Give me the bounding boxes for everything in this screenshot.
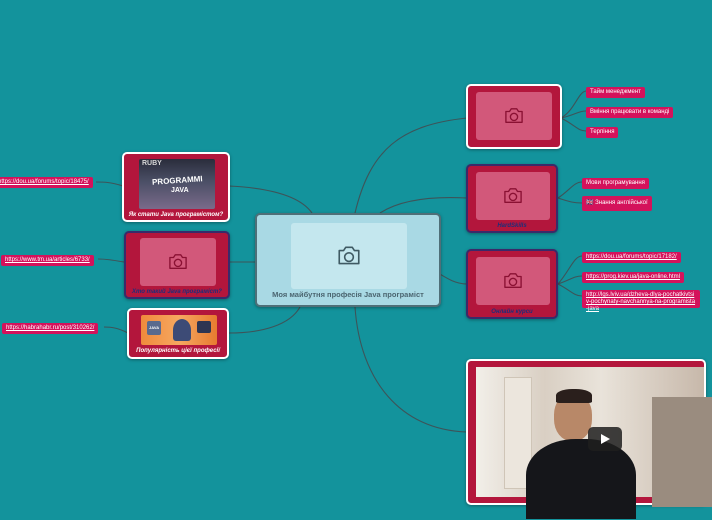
central-image-placeholder <box>291 223 407 289</box>
java-illustration: JAVA <box>141 315 217 345</box>
person-body <box>526 439 636 519</box>
programming-java-photo: RUBY PROGRAMMI JAVA <box>139 159 215 209</box>
image-placeholder <box>476 257 550 305</box>
link-dou-17182[interactable]: https://dou.ua/forums/topic/17182/ <box>582 252 681 263</box>
subtopic-programming-languages[interactable]: Мови програмування <box>582 178 649 189</box>
link-prog-kiev[interactable]: https://prog.kiev.ua/java-online.html <box>582 272 684 283</box>
play-button-icon[interactable] <box>588 427 622 451</box>
topic-how-to-become[interactable]: RUBY PROGRAMMI JAVA Як стати Java програ… <box>122 152 230 222</box>
subtopic-time-management[interactable]: Тайм менеджмент <box>586 87 645 98</box>
camera-icon <box>338 246 360 265</box>
topic-who-is[interactable]: Хто такий Java програміст? <box>124 231 230 299</box>
cabinet-shape <box>652 397 712 507</box>
photo-text-programmi: PROGRAMMI <box>151 174 203 187</box>
photo-text-ruby: RUBY <box>142 160 162 167</box>
video-node[interactable] <box>466 359 712 519</box>
person-hair <box>556 389 592 403</box>
camera-icon <box>504 273 522 288</box>
java-badge-text: JAVA <box>149 325 160 330</box>
video-thumbnail <box>476 367 712 519</box>
node-caption: HardSkills <box>497 223 527 229</box>
node-caption: Популярність цієї професії <box>136 348 220 354</box>
image-placeholder <box>476 92 552 140</box>
link-habr-310262[interactable]: https://habrahabr.ru/post/310262/ <box>2 323 99 334</box>
java-badge <box>147 321 161 335</box>
image-placeholder <box>140 238 216 286</box>
subtopic-english[interactable]: 🇬🇧 Знання англійської <box>582 196 652 211</box>
topic-popularity[interactable]: JAVA Популярність цієї професії <box>127 308 229 359</box>
java-mascot-shape <box>173 319 191 341</box>
image-placeholder <box>476 172 550 220</box>
topic-online-courses[interactable]: Онлайн курси <box>466 249 558 319</box>
camera-icon <box>504 188 522 203</box>
subtopic-patience[interactable]: Терпіння <box>586 127 619 138</box>
camera-icon <box>505 108 523 123</box>
node-caption: Хто такий Java програміст? <box>132 289 222 295</box>
subtopic-teamwork[interactable]: Вміння працювати в команді <box>586 107 674 118</box>
link-tm-6733[interactable]: https://www.tm.ua/articles/6733/ <box>1 255 94 266</box>
door-shape <box>504 377 532 489</box>
camera-icon <box>169 254 187 269</box>
link-lgs-lviv[interactable]: http://lgs.lviv.ua/dzheva-dlya-pochatkiv… <box>582 290 700 312</box>
central-title: Моя майбутня професія Java програміст <box>272 290 424 299</box>
topic-soft-skills[interactable] <box>466 84 562 149</box>
node-caption: Як стати Java програмістом? <box>128 212 224 218</box>
photo-text-java: JAVA <box>171 187 189 194</box>
branch-connectors <box>95 90 587 433</box>
monitor-shape <box>197 321 211 333</box>
central-topic[interactable]: Моя майбутня професія Java програміст <box>255 213 441 307</box>
node-caption: Онлайн курси <box>491 309 533 315</box>
link-dou-18475[interactable]: https://dou.ua/forums/topic/18475/ <box>0 177 93 188</box>
topic-hardskills[interactable]: HardSkills <box>466 164 558 233</box>
